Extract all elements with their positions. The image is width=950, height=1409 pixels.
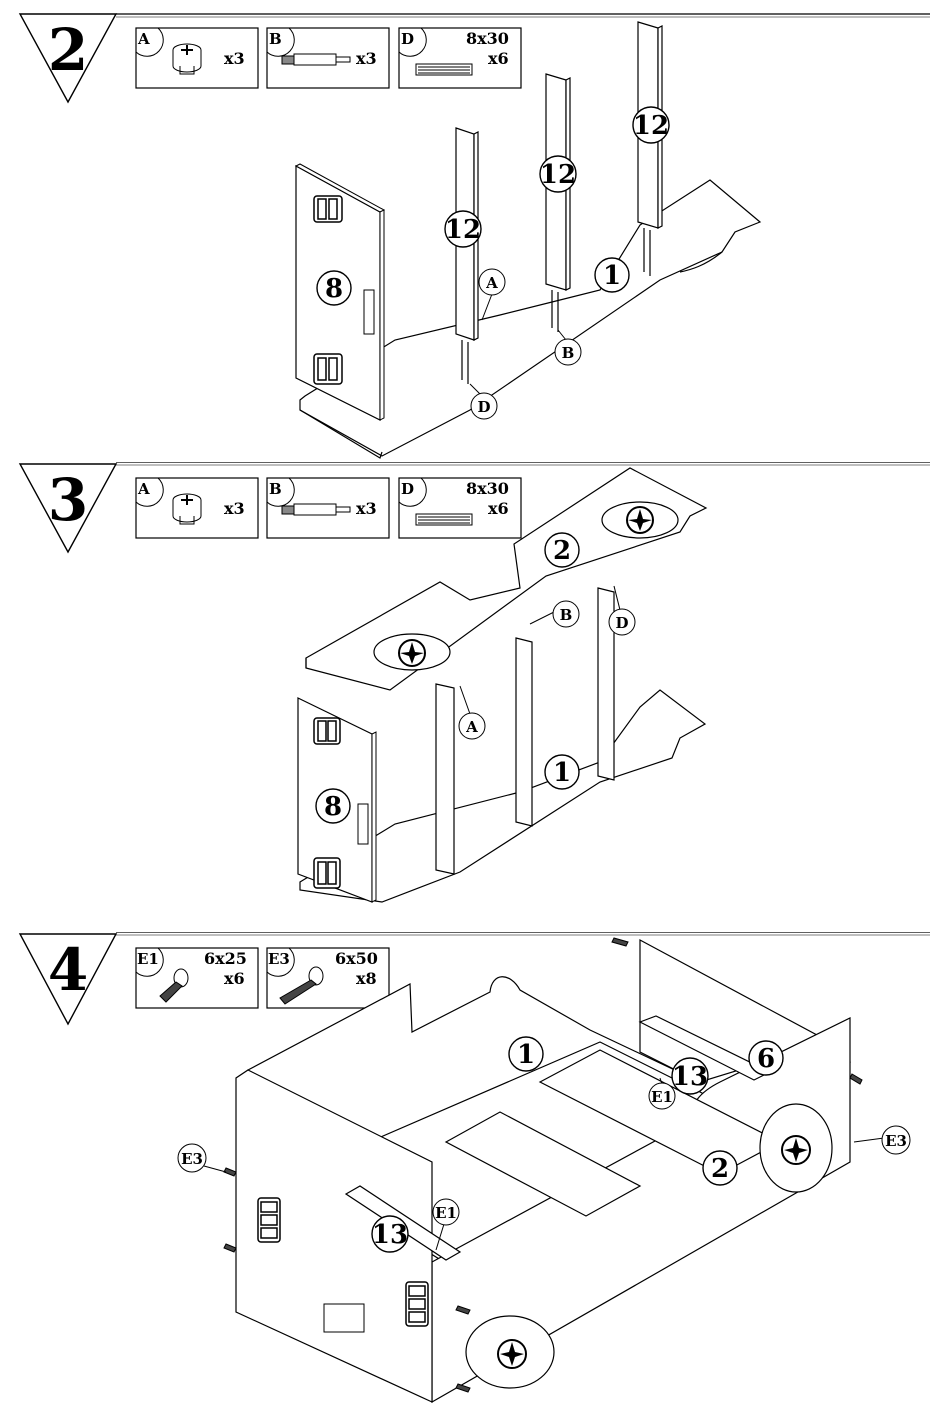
side-panel-8: 8 [298, 698, 376, 902]
dowel-icon [416, 64, 472, 75]
svg-text:8x30: 8x30 [466, 29, 509, 48]
svg-text:6x25: 6x25 [204, 949, 247, 968]
svg-text:A: A [137, 480, 150, 498]
svg-text:E3: E3 [181, 1150, 203, 1168]
step-4: 4 E1 6x25 x6 E3 6x50 x8 [0, 932, 950, 1409]
panel-label: 13 [372, 1220, 408, 1250]
part-box-d: D 8x30 x6 [399, 478, 521, 538]
plate-recess [324, 1304, 364, 1332]
svg-text:E3: E3 [268, 950, 290, 968]
step-number: 3 [48, 466, 88, 534]
part-box-b: B x3 [267, 28, 389, 88]
dowel-icon [416, 514, 472, 525]
cam-lock-icon [173, 44, 201, 74]
svg-text:E1: E1 [137, 950, 159, 968]
svg-text:D: D [401, 480, 414, 498]
svg-text:x6: x6 [488, 499, 509, 518]
svg-text:x3: x3 [356, 49, 377, 68]
svg-text:B: B [269, 480, 282, 498]
svg-text:6x50: 6x50 [335, 949, 378, 968]
step-3-diagram: 3 A x3 B x3 D 8x30 x6 [0, 462, 950, 932]
part-box-b: B x3 [267, 478, 389, 538]
svg-text:E1: E1 [651, 1088, 673, 1106]
svg-text:x3: x3 [224, 49, 245, 68]
panel-label: 1 [553, 758, 571, 788]
step-number-badge: 2 [20, 14, 116, 102]
panel-label: 12 [540, 160, 576, 190]
post-panel-12 [546, 74, 570, 332]
callout-a: A [479, 269, 505, 320]
step-number-badge: 4 [20, 934, 116, 1024]
panel-label: 2 [553, 536, 571, 566]
panel-label: 1 [517, 1040, 535, 1070]
step-2-diagram: 2 A x3 B x3 D 8x30 x6 [0, 0, 950, 462]
panel-label: 8 [324, 792, 342, 822]
step-4-diagram: 4 E1 6x25 x6 E3 6x50 x8 [0, 932, 950, 1409]
side-panel-8: 8 [296, 164, 384, 420]
step-2: 2 A x3 B x3 D 8x30 x6 [0, 0, 950, 462]
panel-label: 8 [325, 274, 343, 304]
svg-text:A: A [465, 718, 478, 736]
svg-text:D: D [401, 30, 414, 48]
svg-text:x6: x6 [224, 969, 245, 988]
svg-text:x6: x6 [488, 49, 509, 68]
svg-text:B: B [560, 606, 573, 624]
svg-text:A: A [485, 274, 498, 292]
cam-lock-icon [173, 494, 201, 524]
part-box-d: D 8x30 x6 [399, 28, 521, 88]
step-number: 4 [48, 936, 88, 1004]
step-number: 2 [48, 16, 88, 84]
panel-label: 12 [633, 111, 669, 141]
panel-label: 1 [603, 261, 621, 291]
callout-e3: E3 [178, 1144, 226, 1172]
panel-label: 6 [757, 1044, 775, 1074]
panel-label: 2 [711, 1154, 729, 1184]
svg-text:B: B [269, 30, 282, 48]
part-box-e3: E3 6x50 x8 [267, 948, 389, 1008]
svg-text:A: A [137, 30, 150, 48]
svg-text:B: B [562, 344, 575, 362]
panel-label: 12 [445, 215, 481, 245]
callout-a: A [459, 686, 485, 739]
svg-text:x8: x8 [356, 969, 377, 988]
svg-text:E1: E1 [435, 1204, 457, 1222]
callout-b: B [530, 601, 579, 627]
svg-text:x3: x3 [224, 499, 245, 518]
svg-text:E3: E3 [885, 1132, 907, 1150]
svg-text:D: D [477, 398, 490, 416]
step-3: 3 A x3 B x3 D 8x30 x6 [0, 462, 950, 932]
svg-text:8x30: 8x30 [466, 479, 509, 498]
part-box-a: A x3 [136, 28, 258, 88]
step-number-badge: 3 [20, 464, 116, 552]
panel-label: 13 [672, 1062, 708, 1092]
part-box-a: A x3 [136, 478, 258, 538]
callout-e3: E3 [854, 1126, 910, 1154]
part-box-e1: E1 6x25 x6 [136, 948, 258, 1008]
svg-text:D: D [615, 614, 628, 632]
svg-text:x3: x3 [356, 499, 377, 518]
